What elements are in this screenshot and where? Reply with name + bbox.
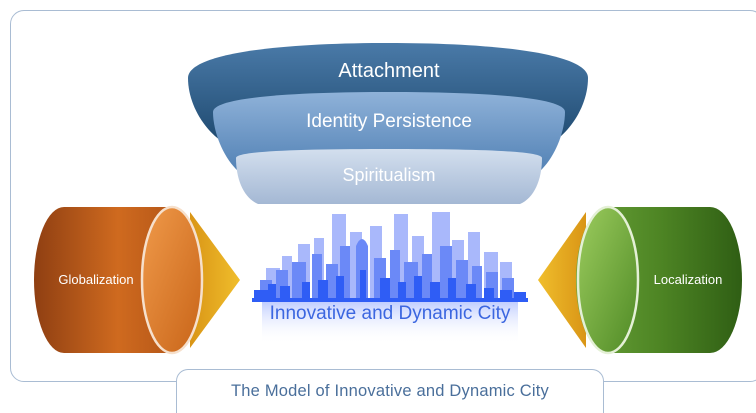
globalization-label: Globalization [58, 272, 133, 287]
city-label: Innovative and Dynamic City [270, 303, 511, 324]
layer-identity-label: Identity Persistence [306, 111, 472, 132]
globalization-cylinder: Globalization [34, 205, 240, 355]
layer-attachment-label: Attachment [338, 60, 440, 82]
left-arrow-icon [538, 212, 586, 348]
layer-spiritualism-label: Spiritualism [342, 165, 435, 185]
layer-spiritualism: Spiritualism [236, 149, 542, 204]
localization-label: Localization [654, 272, 723, 287]
caption-text: The Model of Innovative and Dynamic City [231, 382, 549, 400]
localization-cylinder: Localization [538, 205, 742, 355]
right-arrow-icon [190, 212, 240, 348]
diagram-caption: The Model of Innovative and Dynamic City [176, 369, 604, 413]
city-skyline-icon [252, 212, 528, 344]
